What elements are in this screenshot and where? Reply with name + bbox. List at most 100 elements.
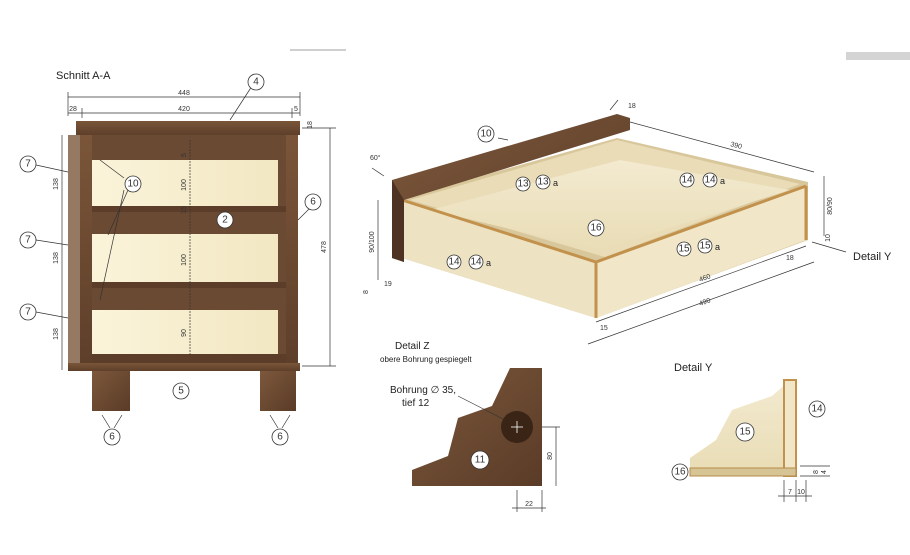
callout-circle-7a xyxy=(19,155,37,173)
dim-448: 448 xyxy=(178,90,190,97)
left-side xyxy=(80,135,92,363)
callout-16: 16 xyxy=(590,223,602,234)
callout-circle-6a xyxy=(304,193,322,211)
detail-y-ref: Detail Y xyxy=(853,251,892,263)
callout-circle-7c xyxy=(19,303,37,321)
dim-19: 19 xyxy=(384,281,392,288)
dim-y-c: 10 xyxy=(797,489,805,496)
dim-8: 8 xyxy=(363,290,370,294)
callout-7a: 7 xyxy=(25,159,31,170)
drawer-h-3: 138 xyxy=(53,328,60,340)
angle-line xyxy=(371,167,385,177)
front-h-1: 100 xyxy=(181,179,188,191)
callout-leader xyxy=(269,414,279,429)
callout-13a-suffix: a xyxy=(553,178,558,188)
header-block xyxy=(846,52,910,60)
callout-circle-6b xyxy=(103,428,121,446)
callout-circle-14ba xyxy=(468,254,484,270)
dim-390: 390 xyxy=(729,141,742,151)
callout-circle-15y xyxy=(735,422,755,442)
callout-circle-5 xyxy=(172,382,190,400)
callout-5: 5 xyxy=(178,386,184,397)
callout-2: 2 xyxy=(222,215,228,226)
callout-leader xyxy=(281,414,291,429)
callout-15y: 15 xyxy=(739,427,751,438)
left-front-edge xyxy=(68,135,80,363)
drawer-3-box xyxy=(92,310,278,354)
detail-y: Detail Y 15 14 16 8 4 7 10 xyxy=(671,362,830,502)
callout-15: 15 xyxy=(678,244,690,255)
section-a-a: Schnitt A-A 448 420 28 5 4 xyxy=(19,70,336,446)
callout-circle-14b xyxy=(446,254,462,270)
dim-18b: 18 xyxy=(786,255,794,262)
drawer-interior xyxy=(430,160,790,250)
callout-leader xyxy=(229,85,253,121)
callout-11: 11 xyxy=(475,455,486,466)
callout-circle-10 xyxy=(124,175,142,193)
dim-15: 15 xyxy=(600,325,608,332)
callout-circle-14y xyxy=(808,400,826,418)
drawer-1-box xyxy=(92,160,278,208)
callout-circle-14a xyxy=(702,172,718,188)
dim-line-490 xyxy=(587,261,815,345)
callout-16y: 16 xyxy=(674,467,686,478)
base-board xyxy=(68,363,300,371)
detail-y-edge xyxy=(783,379,797,477)
callout-6b: 6 xyxy=(109,432,115,443)
drawer-front-face-left xyxy=(402,200,596,318)
callout-7c: 7 xyxy=(25,307,31,318)
callout-circle-2 xyxy=(216,211,234,229)
dim-y-a: 8 xyxy=(813,470,820,474)
dim-y-d: 4 xyxy=(821,470,828,474)
detail-z-title: Detail Z xyxy=(395,341,429,352)
detail-y-title: Detail Y xyxy=(674,362,713,374)
callout-4: 4 xyxy=(253,77,259,88)
callout-circle-14 xyxy=(679,172,695,188)
dim-line-460 xyxy=(595,245,807,323)
drawer-h-1: 138 xyxy=(53,178,60,190)
callout-14ba-suffix: a xyxy=(486,258,491,268)
drawer-3-bottom xyxy=(92,354,286,363)
front-h-2: 100 xyxy=(181,254,188,266)
dim-angle: 60° xyxy=(370,154,381,162)
detail-z-subtitle: obere Bohrung gespiegelt xyxy=(380,355,472,364)
callout-leader xyxy=(99,159,125,179)
top-board xyxy=(76,121,300,135)
callout-6a: 6 xyxy=(310,197,316,208)
callout-circle-13 xyxy=(515,176,531,192)
callout-leader xyxy=(35,164,69,173)
dim-line-390 xyxy=(629,121,815,173)
callout-10b: 10 xyxy=(480,129,492,140)
dim-10: 10 xyxy=(825,234,832,242)
callout-circle-15a xyxy=(697,238,713,254)
dim-420: 420 xyxy=(178,106,190,113)
callout-14b: 14 xyxy=(448,257,460,268)
callout-circle-7b xyxy=(19,231,37,249)
callout-13: 13 xyxy=(517,179,529,190)
callout-15a-suffix: a xyxy=(715,242,720,252)
callout-circle-16 xyxy=(587,219,605,237)
callout-leader xyxy=(297,207,311,221)
callout-7b: 7 xyxy=(25,235,31,246)
callout-14a: 14 xyxy=(704,175,716,186)
dim-18: 18 xyxy=(628,103,636,110)
dim-80-90: 80/90 xyxy=(827,197,834,215)
callout-leader xyxy=(101,414,111,429)
dim-490: 490 xyxy=(698,297,711,308)
callout-14: 14 xyxy=(681,175,693,186)
callout-13a: 13 xyxy=(537,177,549,188)
drawer-isometric: 10 13 13 a 14 14 a 16 14 14 a 15 15 a 39… xyxy=(363,99,892,345)
dim-22: 22 xyxy=(525,501,533,508)
bore-text-1: Bohrung ∅ 35, xyxy=(390,385,456,396)
callout-circle-11 xyxy=(470,450,490,470)
detail-y-leader xyxy=(811,241,847,253)
drawer-front-panel-side xyxy=(392,180,404,262)
callout-circle-10b xyxy=(477,125,495,143)
dim-y-b: 7 xyxy=(788,489,792,496)
gap-1: 5 xyxy=(181,153,188,157)
drawer-1-bottom xyxy=(92,206,286,212)
dim-28: 28 xyxy=(69,106,77,113)
detail-z: Detail Z obere Bohrung gespiegelt Bohrun… xyxy=(380,341,560,512)
bore-text-2: tief 12 xyxy=(402,398,430,409)
overall-height: 478 xyxy=(321,241,328,253)
